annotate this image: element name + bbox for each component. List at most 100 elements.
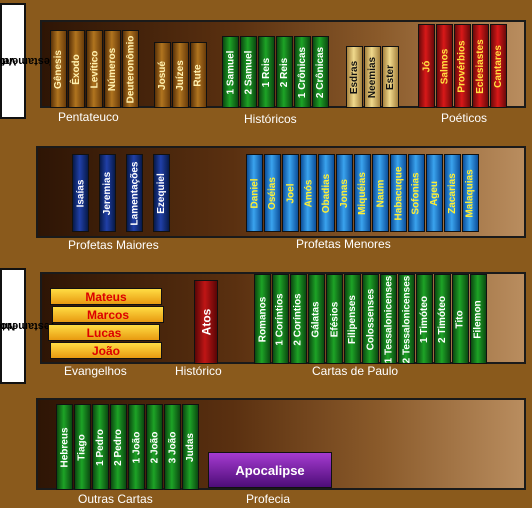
- book-deuteronomio[interactable]: Deuteronômio: [122, 30, 139, 108]
- book-2-reis[interactable]: 2 Reis: [276, 36, 293, 108]
- book-ester[interactable]: Ester: [382, 46, 399, 108]
- book-1-joao[interactable]: 1 João: [128, 404, 145, 490]
- book-1-tessalonicenses[interactable]: 1 Tessalonicenses: [380, 274, 397, 364]
- book-proverbios[interactable]: Provérbios: [454, 24, 471, 108]
- book-title: Tiago: [77, 433, 89, 461]
- book-2-pedro[interactable]: 2 Pedro: [110, 404, 127, 490]
- book-title: Colossenses: [365, 288, 377, 350]
- book-apocalipse[interactable]: Apocalipse: [208, 452, 332, 488]
- book-title: 1 Samuel: [225, 50, 237, 94]
- book-1-samuel[interactable]: 1 Samuel: [222, 36, 239, 108]
- book-hebreus[interactable]: Hebreus: [56, 404, 73, 490]
- book-malaquias[interactable]: Malaquias: [462, 154, 479, 232]
- book-2-joao[interactable]: 2 João: [146, 404, 163, 490]
- book-2-cronicas[interactable]: 2 Crônicas: [312, 36, 329, 108]
- book-2-corintios[interactable]: 2 Coríntios: [290, 274, 307, 364]
- book-title: Obadias: [321, 173, 332, 213]
- book-filipenses[interactable]: Filipenses: [344, 274, 361, 364]
- book-2-samuel[interactable]: 2 Samuel: [240, 36, 257, 108]
- book-mateus[interactable]: Mateus: [50, 288, 162, 305]
- book-ezequiel[interactable]: Ezequiel: [153, 154, 170, 232]
- label-evangelhos: Evangelhos: [64, 364, 127, 378]
- label-profecia: Profecia: [246, 492, 291, 506]
- book-title: Gênesis: [53, 49, 65, 89]
- book-title: Oséias: [267, 176, 278, 210]
- book-title: Miquéias: [357, 171, 369, 215]
- book-jonas[interactable]: Jonas: [336, 154, 353, 232]
- book-marcos[interactable]: Marcos: [52, 306, 164, 323]
- book-3-joao[interactable]: 3 João: [164, 404, 181, 490]
- book-juizes[interactable]: Juízes: [172, 42, 189, 108]
- book-title: Jeremias: [102, 171, 113, 215]
- book-sofonias[interactable]: Sofonias: [408, 154, 425, 232]
- label-cartas-de-paulo: Cartas de Paulo: [312, 364, 399, 378]
- book-oseias[interactable]: Oséias: [264, 154, 281, 232]
- book-esdras[interactable]: Esdras: [346, 46, 363, 108]
- book-miqueias[interactable]: Miquéias: [354, 154, 371, 232]
- book-2-tessalonicenses[interactable]: 2 Tessalonicenses: [398, 274, 415, 364]
- book-title: Habacuque: [393, 166, 404, 220]
- book-atos[interactable]: Atos: [194, 280, 218, 364]
- book-joao[interactable]: João: [50, 342, 162, 359]
- book-title: Naum: [375, 179, 387, 207]
- book-romanos[interactable]: Romanos: [254, 274, 271, 364]
- book-numeros[interactable]: Números: [104, 30, 121, 108]
- book-exodo[interactable]: Êxodo: [68, 30, 85, 108]
- book-tiago[interactable]: Tiago: [74, 404, 91, 490]
- book-title: 2 Reis: [279, 57, 290, 87]
- book-1-cronicas[interactable]: 1 Crônicas: [294, 36, 311, 108]
- book-filemon[interactable]: Filemon: [470, 274, 487, 364]
- book-title: Hebreus: [59, 426, 71, 468]
- label-historico: Histórico: [175, 364, 222, 378]
- book-genesis[interactable]: Gênesis: [50, 30, 67, 108]
- book-amos[interactable]: Amós: [300, 154, 317, 232]
- book-zacarias[interactable]: Zacarias: [444, 154, 461, 232]
- book-title: Efésios: [329, 301, 341, 337]
- book-tito[interactable]: Tito: [452, 274, 469, 364]
- book-obadias[interactable]: Obadias: [318, 154, 335, 232]
- book-naum[interactable]: Naum: [372, 154, 389, 232]
- book-1-timoteo[interactable]: 1 Timóteo: [416, 274, 433, 364]
- book-1-pedro[interactable]: 1 Pedro: [92, 404, 109, 490]
- book-title: Gálatas: [311, 300, 323, 338]
- book-title: Rute: [193, 63, 205, 87]
- book-salmos[interactable]: Salmos: [436, 24, 453, 108]
- book-title: 1 Reis: [261, 57, 272, 87]
- book-lamentacoes[interactable]: Lamentações: [126, 154, 143, 232]
- book-1-corintios[interactable]: 1 Coríntios: [272, 274, 289, 364]
- label-poeticos: Poéticos: [441, 111, 488, 125]
- book-title: João: [91, 343, 120, 358]
- book-title: Cantares: [493, 44, 504, 88]
- book-galatas[interactable]: Gálatas: [308, 274, 325, 364]
- book-title: Joel: [285, 182, 297, 204]
- book-jo[interactable]: Jó: [418, 24, 435, 108]
- book-efesios[interactable]: Efésios: [326, 274, 343, 364]
- book-judas[interactable]: Judas: [182, 404, 199, 490]
- book-title: Salmos: [439, 48, 451, 84]
- book-colossenses[interactable]: Colossenses: [362, 274, 379, 364]
- book-title: Filemon: [473, 299, 484, 339]
- book-eclesiastes[interactable]: Eclesiastes: [472, 24, 489, 108]
- book-joel[interactable]: Joel: [282, 154, 299, 232]
- book-ageu[interactable]: Ageu: [426, 154, 443, 232]
- book-cantares[interactable]: Cantares: [490, 24, 507, 108]
- book-title: 2 Tessalonicenses: [401, 275, 412, 363]
- book-daniel[interactable]: Daniel: [246, 154, 263, 232]
- book-title: 1 Coríntios: [275, 292, 287, 346]
- book-title: Romanos: [257, 296, 268, 342]
- book-isaias[interactable]: Isaías: [72, 154, 89, 232]
- book-title: 1 Crônicas: [297, 46, 309, 98]
- book-habacuque[interactable]: Habacuque: [390, 154, 407, 232]
- book-lucas[interactable]: Lucas: [48, 324, 160, 341]
- book-2-timoteo[interactable]: 2 Timóteo: [434, 274, 451, 364]
- book-title: Ezequiel: [156, 172, 168, 214]
- book-title: 2 Timóteo: [437, 295, 449, 343]
- book-title: Êxodo: [71, 53, 82, 85]
- book-levitico[interactable]: Levítico: [86, 30, 103, 108]
- book-rute[interactable]: Rute: [190, 42, 207, 108]
- book-1-reis[interactable]: 1 Reis: [258, 36, 275, 108]
- book-neemias[interactable]: Neemias: [364, 46, 381, 108]
- book-title: Números: [107, 47, 119, 91]
- book-josue[interactable]: Josué: [154, 42, 171, 108]
- book-jeremias[interactable]: Jeremias: [99, 154, 116, 232]
